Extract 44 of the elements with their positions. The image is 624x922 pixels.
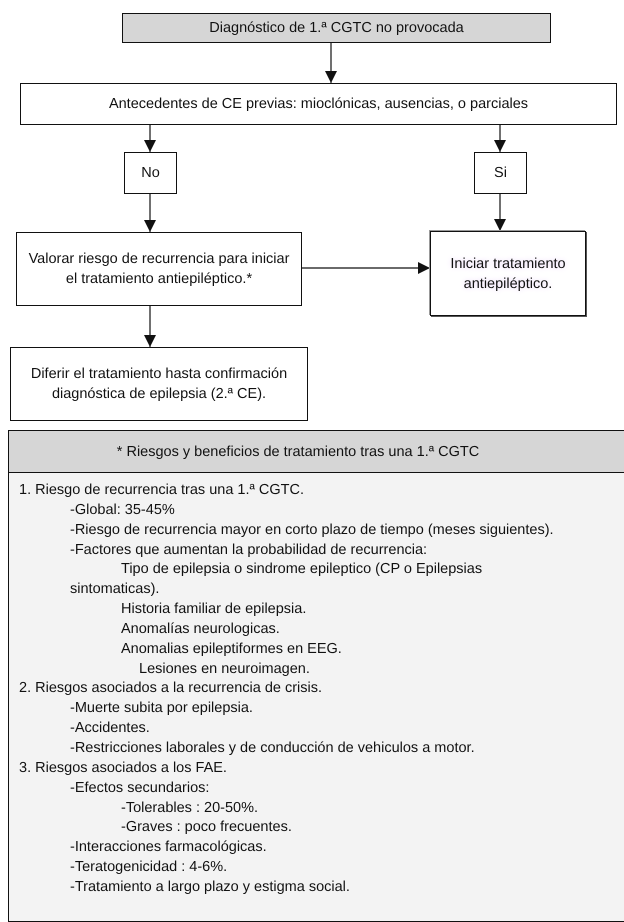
box-text: Si xyxy=(494,164,507,183)
list-item: -Teratogenicidad : 4-6%. xyxy=(69,858,228,878)
arrow xyxy=(144,306,156,347)
list-item: 2. Riesgos asociados a la recurrencia de crisis. xyxy=(19,679,324,698)
box-text: Valorar riesgo de recurrencia para iniciar el tratamiento antiepiléptico.* xyxy=(28,250,290,289)
arrow xyxy=(325,43,337,83)
list-item: 1. Riesgo de recurrencia tras una 1.ª CGTC. xyxy=(19,481,306,500)
table-header xyxy=(8,430,624,473)
box-text: * Riesgos y beneficios de tratamiento tras una 1.ª CGTC xyxy=(116,442,480,462)
arrow xyxy=(144,125,156,152)
arrow xyxy=(144,194,156,232)
box-text: Antecedentes de CE previas: mioclónicas, ausencias, o parciales xyxy=(108,95,528,114)
list-item: -Muerte subita por epilepsia. xyxy=(69,699,254,718)
list-item: -Restricciones laborales y de conducción de vehiculos a motor. xyxy=(69,738,476,758)
answer-box xyxy=(124,152,177,194)
table-body xyxy=(8,472,624,922)
list-item: Anomalias epileptiformes en EEG. xyxy=(120,640,343,659)
process-box xyxy=(10,347,308,421)
list-item: Anomalías neurologicas. xyxy=(120,620,281,639)
list-item: Lesiones en neuroimagen. xyxy=(138,660,311,679)
arrow xyxy=(302,262,430,274)
list-item: -Efectos secundarios: xyxy=(69,778,210,798)
list-item: -Interacciones farmacológicas. xyxy=(69,838,268,858)
list-item: -Graves : poco frecuentes. xyxy=(120,818,293,838)
start-box xyxy=(122,13,551,43)
list-item: -Tratamiento a largo plazo y estigma social. xyxy=(69,878,351,897)
answer-box xyxy=(474,152,527,194)
list-item: Historia familiar de epilepsia. xyxy=(120,600,308,620)
list-item: -Factores que aumentan la probabilidad de recurrencia: xyxy=(69,540,428,560)
process-box xyxy=(16,232,302,306)
box-text: Iniciar tratamiento antiepiléptico. xyxy=(449,254,567,294)
list-item: -Global: 35-45% xyxy=(69,500,176,520)
list-item: -Accidentes. xyxy=(69,719,151,738)
question-box xyxy=(20,83,617,125)
box-text: Diferir el tratamiento hasta confirmación diagnóstica de epilepsia (2.ª CE). xyxy=(30,365,288,404)
list-item: -Riesgo de recurrencia mayor en corto plazo de tiempo (meses siguientes). xyxy=(69,520,555,540)
list-item: -Tolerables : 20-50%. xyxy=(120,798,260,818)
arrow xyxy=(494,194,506,231)
arrow xyxy=(494,125,506,152)
list-item: Tipo de epilepsia o sindrome epileptico (CP o Epilepsias sintomaticas). xyxy=(69,560,484,600)
box-text: No xyxy=(141,164,160,183)
result-box xyxy=(430,231,586,316)
list-item: 3. Riesgos asociados a los FAE. xyxy=(19,758,228,778)
box-text: Diagnóstico de 1.ª CGTC no provocada xyxy=(209,19,464,38)
